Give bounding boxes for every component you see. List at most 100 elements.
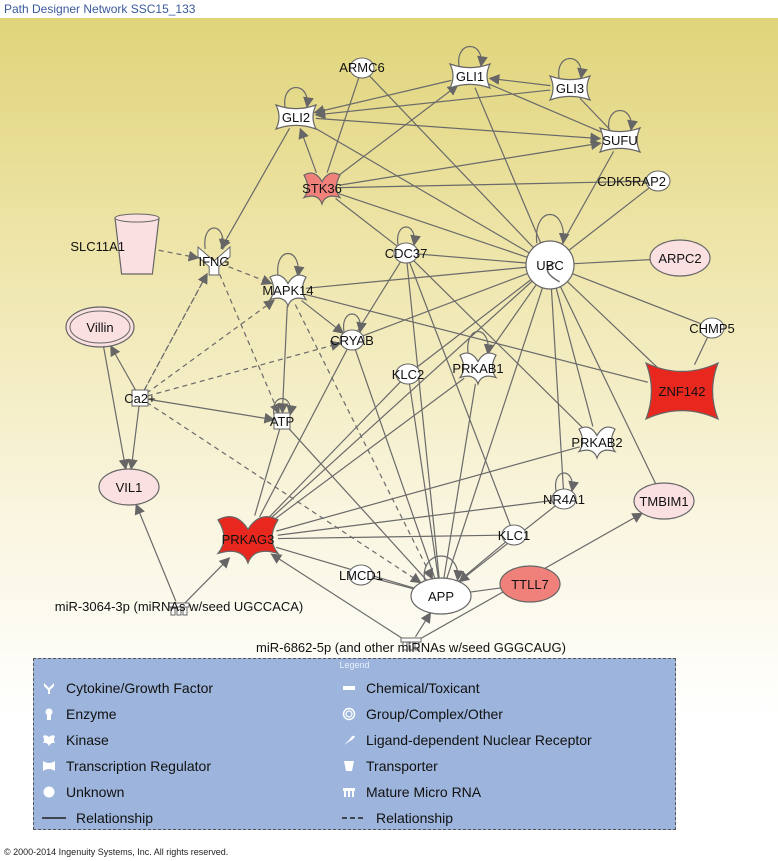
- self-loop-GLI1: [458, 45, 488, 68]
- legend-item-unknown: Unknown: [42, 781, 124, 803]
- node-app[interactable]: APP: [410, 577, 472, 615]
- transporter-icon: [342, 759, 356, 773]
- legend-label-unknown: Unknown: [66, 784, 125, 800]
- node-atp[interactable]: ATP: [270, 412, 294, 430]
- edge-NR4A1-PRKAG3: [277, 499, 553, 536]
- self-loop-CRYAB: [343, 313, 367, 334]
- edge-GLI3-GLI1: [488, 74, 551, 87]
- edge-KLC1-APP: [458, 541, 506, 582]
- node-prkab1[interactable]: PRKAB1: [452, 352, 504, 386]
- edge-LMCD1-APP: [372, 577, 414, 590]
- edge-Villin-VIL1: [103, 346, 130, 471]
- node-label: KLC2: [392, 367, 425, 382]
- node-gli1[interactable]: GLI1: [448, 62, 492, 90]
- edge-GLI2-IFNG: [220, 128, 291, 250]
- edge-UBC-PRKAB2: [555, 288, 594, 427]
- node-label: CRYAB: [330, 333, 374, 348]
- node-mir3064[interactable]: miR-3064-3p (miRNAs w/seed UGCCACA): [55, 599, 304, 616]
- node-villin[interactable]: Villin: [65, 306, 135, 348]
- edge-CRYAB-APP: [354, 349, 436, 579]
- self-loops-layer: [204, 45, 638, 582]
- node-ubc[interactable]: UBC: [525, 240, 575, 290]
- edge-UBC-PRKAB1: [487, 284, 537, 355]
- node-gli2[interactable]: GLI2: [274, 103, 318, 131]
- legend-title: Legend: [339, 660, 370, 670]
- legend-item-nuclear-receptor: Ligand-dependent Nuclear Receptor: [342, 729, 592, 751]
- node-klc2[interactable]: KLC2: [392, 363, 425, 385]
- node-nr4a1[interactable]: NR4A1: [543, 488, 585, 510]
- node-ttll7[interactable]: TTLL7: [499, 565, 561, 603]
- node-label: GLI3: [556, 81, 584, 96]
- dashed-line-icon: [342, 811, 366, 825]
- node-stk36[interactable]: STK36: [302, 172, 342, 206]
- node-klc1[interactable]: KLC1: [498, 524, 531, 546]
- legend-label-relationship-dashed: Relationship: [376, 810, 454, 826]
- node-label: NR4A1: [543, 492, 585, 507]
- legend-item-enzyme: Enzyme: [42, 703, 117, 725]
- self-loop-NR4A1: [555, 472, 579, 493]
- edge-CDC37-UBC: [417, 253, 527, 264]
- node-chmp5[interactable]: CHMP5: [689, 317, 735, 339]
- node-cdc37[interactable]: CDC37: [385, 242, 428, 264]
- edge-CDC37-KLC1: [409, 262, 511, 526]
- node-label: TMBIM1: [639, 494, 688, 509]
- node-tmbim1[interactable]: TMBIM1: [633, 482, 695, 520]
- node-armc6[interactable]: ARMC6: [339, 57, 385, 79]
- node-arpc2[interactable]: ARPC2: [649, 239, 711, 277]
- node-prkag3[interactable]: PRKAG3: [216, 516, 280, 565]
- edge-PRKAB2-PRKAG3: [276, 446, 580, 532]
- edge-MAPK14-APP: [294, 304, 433, 580]
- edge-CRYAB-PRKAG3: [259, 348, 348, 518]
- edge-MAPK14-ATP: [277, 305, 289, 415]
- edge-Ca2+-VIL1: [127, 405, 140, 471]
- node-mapk14[interactable]: MAPK14: [262, 274, 314, 308]
- legend-label-enzyme: Enzyme: [66, 706, 117, 722]
- node-label: TTLL7: [511, 577, 549, 592]
- node-lmcd1[interactable]: LMCD1: [339, 564, 383, 586]
- edge-UBC-PRKAG3: [267, 280, 533, 522]
- edge-STK36-UBC: [338, 193, 528, 258]
- legend-panel: Legend Cytokine/Growth Factor Enzyme Kin…: [33, 658, 676, 830]
- node-gli3[interactable]: GLI3: [548, 74, 592, 102]
- node-label: ATP: [270, 414, 294, 429]
- node-ca2-[interactable]: Ca2+: [124, 389, 156, 407]
- node-label: IFNG: [198, 254, 229, 269]
- edge-MAPK14-CRYAB: [301, 300, 345, 334]
- node-label: ZNF142: [659, 384, 706, 399]
- edge-UBC-CHMP5: [572, 273, 702, 325]
- node-label: GLI2: [282, 110, 310, 125]
- node-cdk5rap2[interactable]: CDK5RAP2: [597, 170, 671, 192]
- kinase-icon: [42, 733, 56, 747]
- node-ifng[interactable]: IFNG: [197, 245, 231, 276]
- node-label: MAPK14: [262, 283, 313, 298]
- legend-label-transcription: Transcription Regulator: [66, 758, 211, 774]
- nuclear-receptor-icon: [342, 733, 356, 747]
- node-znf142[interactable]: ZNF142: [644, 361, 720, 421]
- edge-KLC2-PRKAG3: [265, 381, 401, 521]
- edge-UBC-APP: [446, 287, 544, 579]
- node-label: SLC11A1: [70, 239, 125, 254]
- self-loop-MAPK14: [277, 252, 305, 278]
- node-slc11a1[interactable]: SLC11A1: [70, 213, 160, 275]
- edge-Ca2+-IFNG: [143, 272, 208, 392]
- node-label: SUFU: [602, 133, 637, 148]
- node-label: Villin: [86, 320, 113, 335]
- node-prkab2[interactable]: PRKAB2: [571, 426, 623, 460]
- edge-GLI3-GLI2: [314, 89, 551, 120]
- edge-CDK5RAP2-UBC: [568, 187, 650, 251]
- mirna-icon: [342, 785, 356, 799]
- node-mir6862[interactable]: miR-6862-5p (and other miRNAs w/seed GGG…: [256, 637, 566, 655]
- edge-IFNG-ATP: [219, 273, 281, 415]
- edge-miR3064-PRKAG3: [184, 557, 231, 604]
- edge-ARMC6-STK36: [326, 77, 360, 173]
- node-vil1[interactable]: VIL1: [98, 468, 160, 506]
- legend-item-transporter: Transporter: [342, 755, 438, 777]
- edge-miR6862-APP: [414, 611, 432, 638]
- copyright-notice: © 2000-2014 Ingenuity Systems, Inc. All …: [4, 847, 229, 857]
- node-sufu[interactable]: SUFU: [598, 126, 642, 154]
- node-cryab[interactable]: CRYAB: [330, 329, 374, 351]
- node-label: miR-6862-5p (and other miRNAs w/seed GGG…: [256, 640, 566, 655]
- legend-item-mirna: Mature Micro RNA: [342, 781, 481, 803]
- self-loop-GLI2: [284, 86, 314, 109]
